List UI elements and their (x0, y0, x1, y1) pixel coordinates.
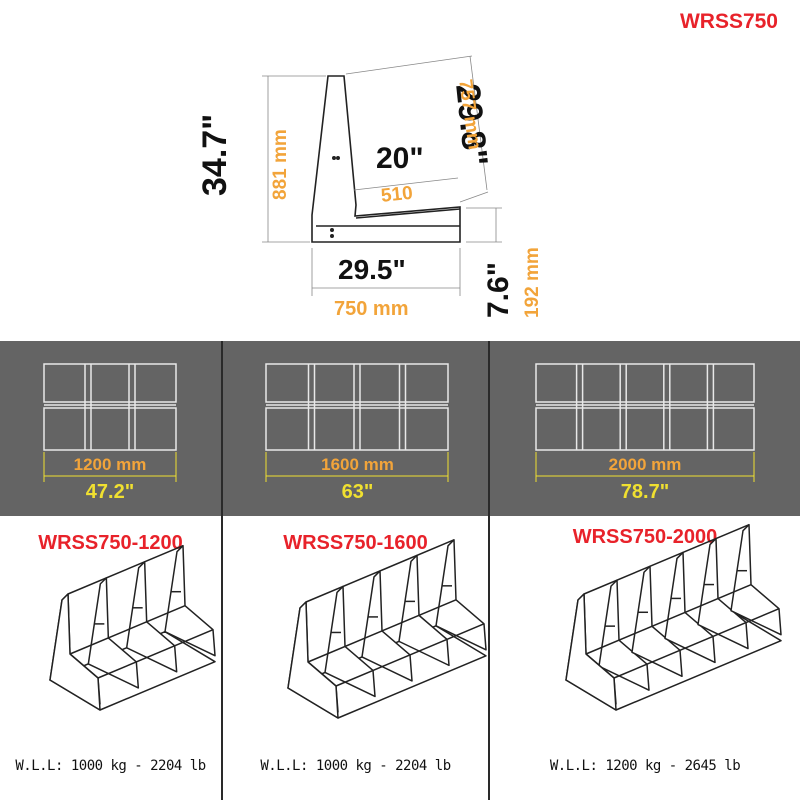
bolt-hole (335, 156, 340, 161)
width-in-1200: 47.2" (85, 481, 135, 503)
wll-2000: W.L.L: 1200 kg - 2645 lb (549, 758, 741, 774)
column-divider (488, 341, 490, 800)
width-in-2000: 78.7" (620, 481, 670, 503)
top-view-wrss750-1200 (43, 363, 177, 451)
base-mm-label: 750 mm (334, 298, 409, 320)
base-in-label: 29.5" (338, 254, 406, 285)
frame-outline (311, 75, 461, 243)
rack-drawing-wrss750-1200 (49, 544, 216, 711)
column-divider (221, 341, 223, 800)
width-mm-1600: 1600 mm (321, 455, 394, 474)
step-dim-line (466, 207, 502, 243)
bolt-hole (329, 234, 334, 239)
wll-1200: W.L.L: 1000 kg - 2204 lb (15, 758, 206, 774)
wll-1600: W.L.L: 1000 kg - 2204 lb (260, 758, 451, 774)
side-view-drawing (262, 55, 502, 296)
top-view-wrss750-1600 (265, 363, 449, 451)
model-name-1600: WRSS750-1600 (283, 532, 428, 554)
width-mm-2000: 2000 mm (608, 455, 682, 474)
rack-drawing-wrss750-2000 (565, 523, 782, 711)
product-title: WRSS750 (679, 10, 778, 33)
width-dim-line (265, 452, 449, 482)
bolt-hole (329, 228, 334, 233)
depth-in-label: 20" (376, 142, 424, 175)
rack-drawing-wrss750-1600 (287, 539, 487, 719)
top-view-wrss750-2000 (535, 363, 755, 451)
model-name-1200: WRSS750-1200 (38, 532, 183, 554)
width-mm-1200: 1200 mm (73, 455, 147, 474)
tray-line (355, 208, 461, 219)
width-dim-line (535, 452, 755, 482)
bolt-hole (331, 156, 336, 161)
back-dim-line (345, 55, 489, 203)
width-in-1600: 63" (341, 481, 374, 503)
depth-dim-line (353, 177, 459, 191)
base-dim-line (311, 248, 461, 296)
model-name-2000: WRSS750-2000 (572, 526, 718, 548)
height-dim-line (262, 75, 326, 243)
width-dim-line (43, 452, 177, 482)
